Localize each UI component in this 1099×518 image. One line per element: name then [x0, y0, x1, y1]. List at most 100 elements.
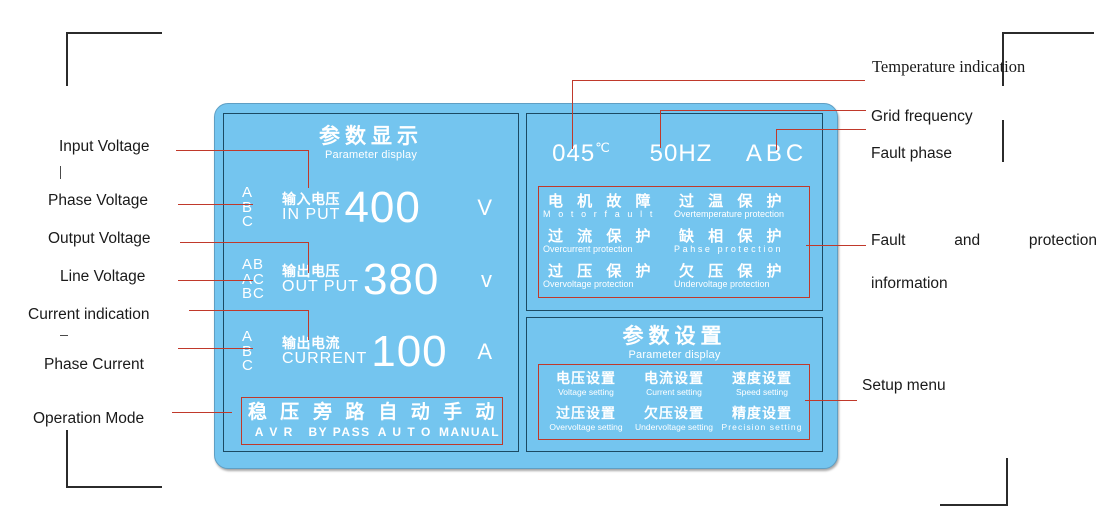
fault-item-motor-fault[interactable]: 电 机 故 障 M o t o r f a u l t: [543, 190, 674, 225]
setting-item-speed[interactable]: 速度设置 Speed setting: [718, 367, 806, 402]
output-current-label-en: CURRENT: [282, 349, 368, 367]
annotation-operation-mode: Operation Mode: [33, 410, 145, 427]
leader-grid-frequency-drop: [660, 110, 662, 148]
leader-current-indication-drop: [308, 310, 310, 340]
setting-item-overvoltage[interactable]: 过压设置 Overvoltage setting: [542, 402, 630, 437]
setting-item-undervoltage-cn: 欠压设置: [644, 405, 704, 422]
fault-item-overcurrent[interactable]: 过 流 保 护 Overcurrent protection: [543, 225, 674, 260]
setting-item-voltage-en: Voltage setting: [558, 386, 614, 397]
annotation-output-voltage: Output Voltage: [48, 230, 151, 247]
output-voltage-unit: v: [481, 267, 492, 293]
setting-item-undervoltage-en: Undervoltage setting: [635, 421, 713, 432]
annotation-phase-voltage: Phase Voltage: [48, 192, 148, 209]
fault-phase-value: ABC: [745, 140, 808, 167]
temperature-indication: 045℃: [527, 140, 635, 168]
annotation-fault-word-1: Fault: [871, 232, 906, 249]
output-current-value: 100: [371, 327, 448, 377]
phase-label: C: [242, 357, 254, 375]
phase-label: B: [242, 342, 254, 360]
fault-item-phase-loss-en: Pahse protection: [674, 244, 784, 255]
leader-input-voltage-drop: [308, 150, 310, 188]
output-current-label: 输出电流 CURRENT: [282, 336, 367, 367]
setting-item-overvoltage-en: Overvoltage setting: [549, 421, 623, 432]
parameter-display-panel: 参数显示 Parameter display A B C 输入电压 IN PUT…: [223, 113, 519, 452]
leader-setup-menu: [805, 400, 857, 402]
annotation-line-voltage: Line Voltage: [60, 268, 146, 285]
leader-fault-phase-drop: [776, 129, 778, 150]
fault-item-overvoltage[interactable]: 过 压 保 护 Overvoltage protection: [543, 259, 674, 294]
status-and-fault-panel: 045℃ 50HZ ABC 电 机 故 障 M o t o r f a u l …: [526, 113, 823, 311]
leader-current-indication: [189, 310, 309, 312]
phase-label: C: [242, 213, 254, 231]
leader-phase-voltage: [178, 204, 253, 206]
operation-mode-avr[interactable]: 稳 压 A V R: [244, 401, 304, 439]
annotation-current-indication: Current indication: [28, 306, 150, 323]
setting-item-precision[interactable]: 精度设置 Precision setting: [718, 402, 806, 437]
output-voltage-label-en: OUT PUT: [282, 277, 359, 295]
annotation-fault-information-line2: information: [871, 275, 948, 292]
operation-mode-manual-cn: 手 动: [443, 401, 499, 423]
tick-mark-upper: [60, 166, 62, 179]
leader-output-voltage: [180, 242, 309, 244]
leader-line-voltage: [178, 280, 253, 282]
setting-item-voltage[interactable]: 电压设置 Voltage setting: [542, 367, 630, 402]
operation-mode-bypass-cn: 旁 路: [313, 401, 369, 423]
temperature-value: 045: [552, 140, 596, 167]
fault-item-undervoltage-en: Undervoltage protection: [674, 278, 770, 289]
setting-item-current-en: Current setting: [646, 386, 702, 397]
operation-mode-manual[interactable]: 手 动 MANUAL: [438, 401, 501, 439]
fault-item-overtemperature[interactable]: 过 温 保 护 Overtemperature protection: [674, 190, 805, 225]
fault-item-motor-fault-cn: 电 机 故 障: [548, 193, 656, 211]
input-voltage-phase-stack: A B C: [242, 185, 276, 231]
leader-input-voltage: [176, 150, 309, 152]
setting-item-undervoltage[interactable]: 欠压设置 Undervoltage setting: [630, 402, 718, 437]
fault-item-undervoltage[interactable]: 欠 压 保 护 Undervoltage protection: [674, 259, 805, 294]
setting-item-precision-en: Precision setting: [721, 421, 803, 432]
annotation-fault-information: Fault and protection: [871, 232, 1097, 250]
annotation-input-voltage: Input Voltage: [59, 138, 150, 155]
phase-label: B: [242, 198, 254, 216]
annotation-fault-word-3: protection: [1028, 232, 1097, 249]
leader-temperature: [572, 80, 865, 82]
setting-item-current[interactable]: 电流设置 Current setting: [630, 367, 718, 402]
parameter-setting-title-cn: 参数设置: [622, 325, 727, 348]
output-current-unit: A: [477, 339, 492, 365]
fault-item-overcurrent-en: Overcurrent protection: [543, 244, 633, 255]
output-voltage-row: AB AC BC 输出电压 OUT PUT 380 v: [242, 255, 504, 305]
setting-item-precision-cn: 精度设置: [732, 405, 792, 422]
operation-mode-auto-cn: 自 动: [378, 401, 434, 423]
output-voltage-value: 380: [362, 255, 440, 305]
phase-label: AC: [242, 270, 265, 288]
fault-item-overtemperature-en: Overtemperature protection: [674, 209, 785, 220]
leader-phase-current: [178, 348, 253, 350]
parameter-setting-panel: 参数设置 Parameter display 电压设置 Voltage sett…: [526, 317, 823, 452]
phase-label: A: [242, 328, 254, 345]
operation-mode-bypass-en: BY PASS: [308, 424, 371, 439]
operation-mode-avr-en: A V R: [254, 424, 294, 439]
leader-fault-information: [806, 245, 866, 247]
input-voltage-label-en: IN PUT: [282, 205, 341, 223]
leader-grid-frequency: [660, 110, 866, 112]
input-voltage-value: 400: [344, 183, 421, 233]
tick-mark-lower: [60, 335, 68, 337]
operation-mode-auto-en: A U T O: [377, 424, 432, 439]
input-voltage-label-cn: 输入电压: [282, 191, 340, 208]
fault-item-motor-fault-en: M o t o r f a u l t: [543, 209, 655, 220]
setting-item-current-cn: 电流设置: [644, 370, 704, 387]
input-voltage-label: 输入电压 IN PUT: [282, 192, 340, 223]
fault-item-overcurrent-cn: 过 流 保 护: [548, 228, 656, 246]
status-readout-row: 045℃ 50HZ ABC: [527, 140, 822, 168]
input-voltage-row: A B C 输入电压 IN PUT 400 V: [242, 183, 504, 233]
fault-item-phase-loss[interactable]: 缺 相 保 护 Pahse protection: [674, 225, 805, 260]
operation-mode-avr-cn: 稳 压: [247, 401, 304, 423]
operation-mode-bypass[interactable]: 旁 路 BY PASS: [307, 401, 371, 439]
fault-item-phase-loss-cn: 缺 相 保 护: [679, 228, 787, 246]
output-voltage-label-cn: 输出电压: [282, 263, 340, 280]
phase-label: AB: [242, 256, 265, 273]
setting-menu-grid: 电压设置 Voltage setting 电流设置 Current settin…: [538, 364, 810, 440]
operation-mode-auto[interactable]: 自 动 A U T O: [374, 401, 434, 439]
parameter-setting-title-en: Parameter display: [628, 349, 721, 361]
fault-item-overvoltage-cn: 过 压 保 护: [548, 262, 656, 280]
operation-mode-manual-en: MANUAL: [439, 424, 501, 439]
